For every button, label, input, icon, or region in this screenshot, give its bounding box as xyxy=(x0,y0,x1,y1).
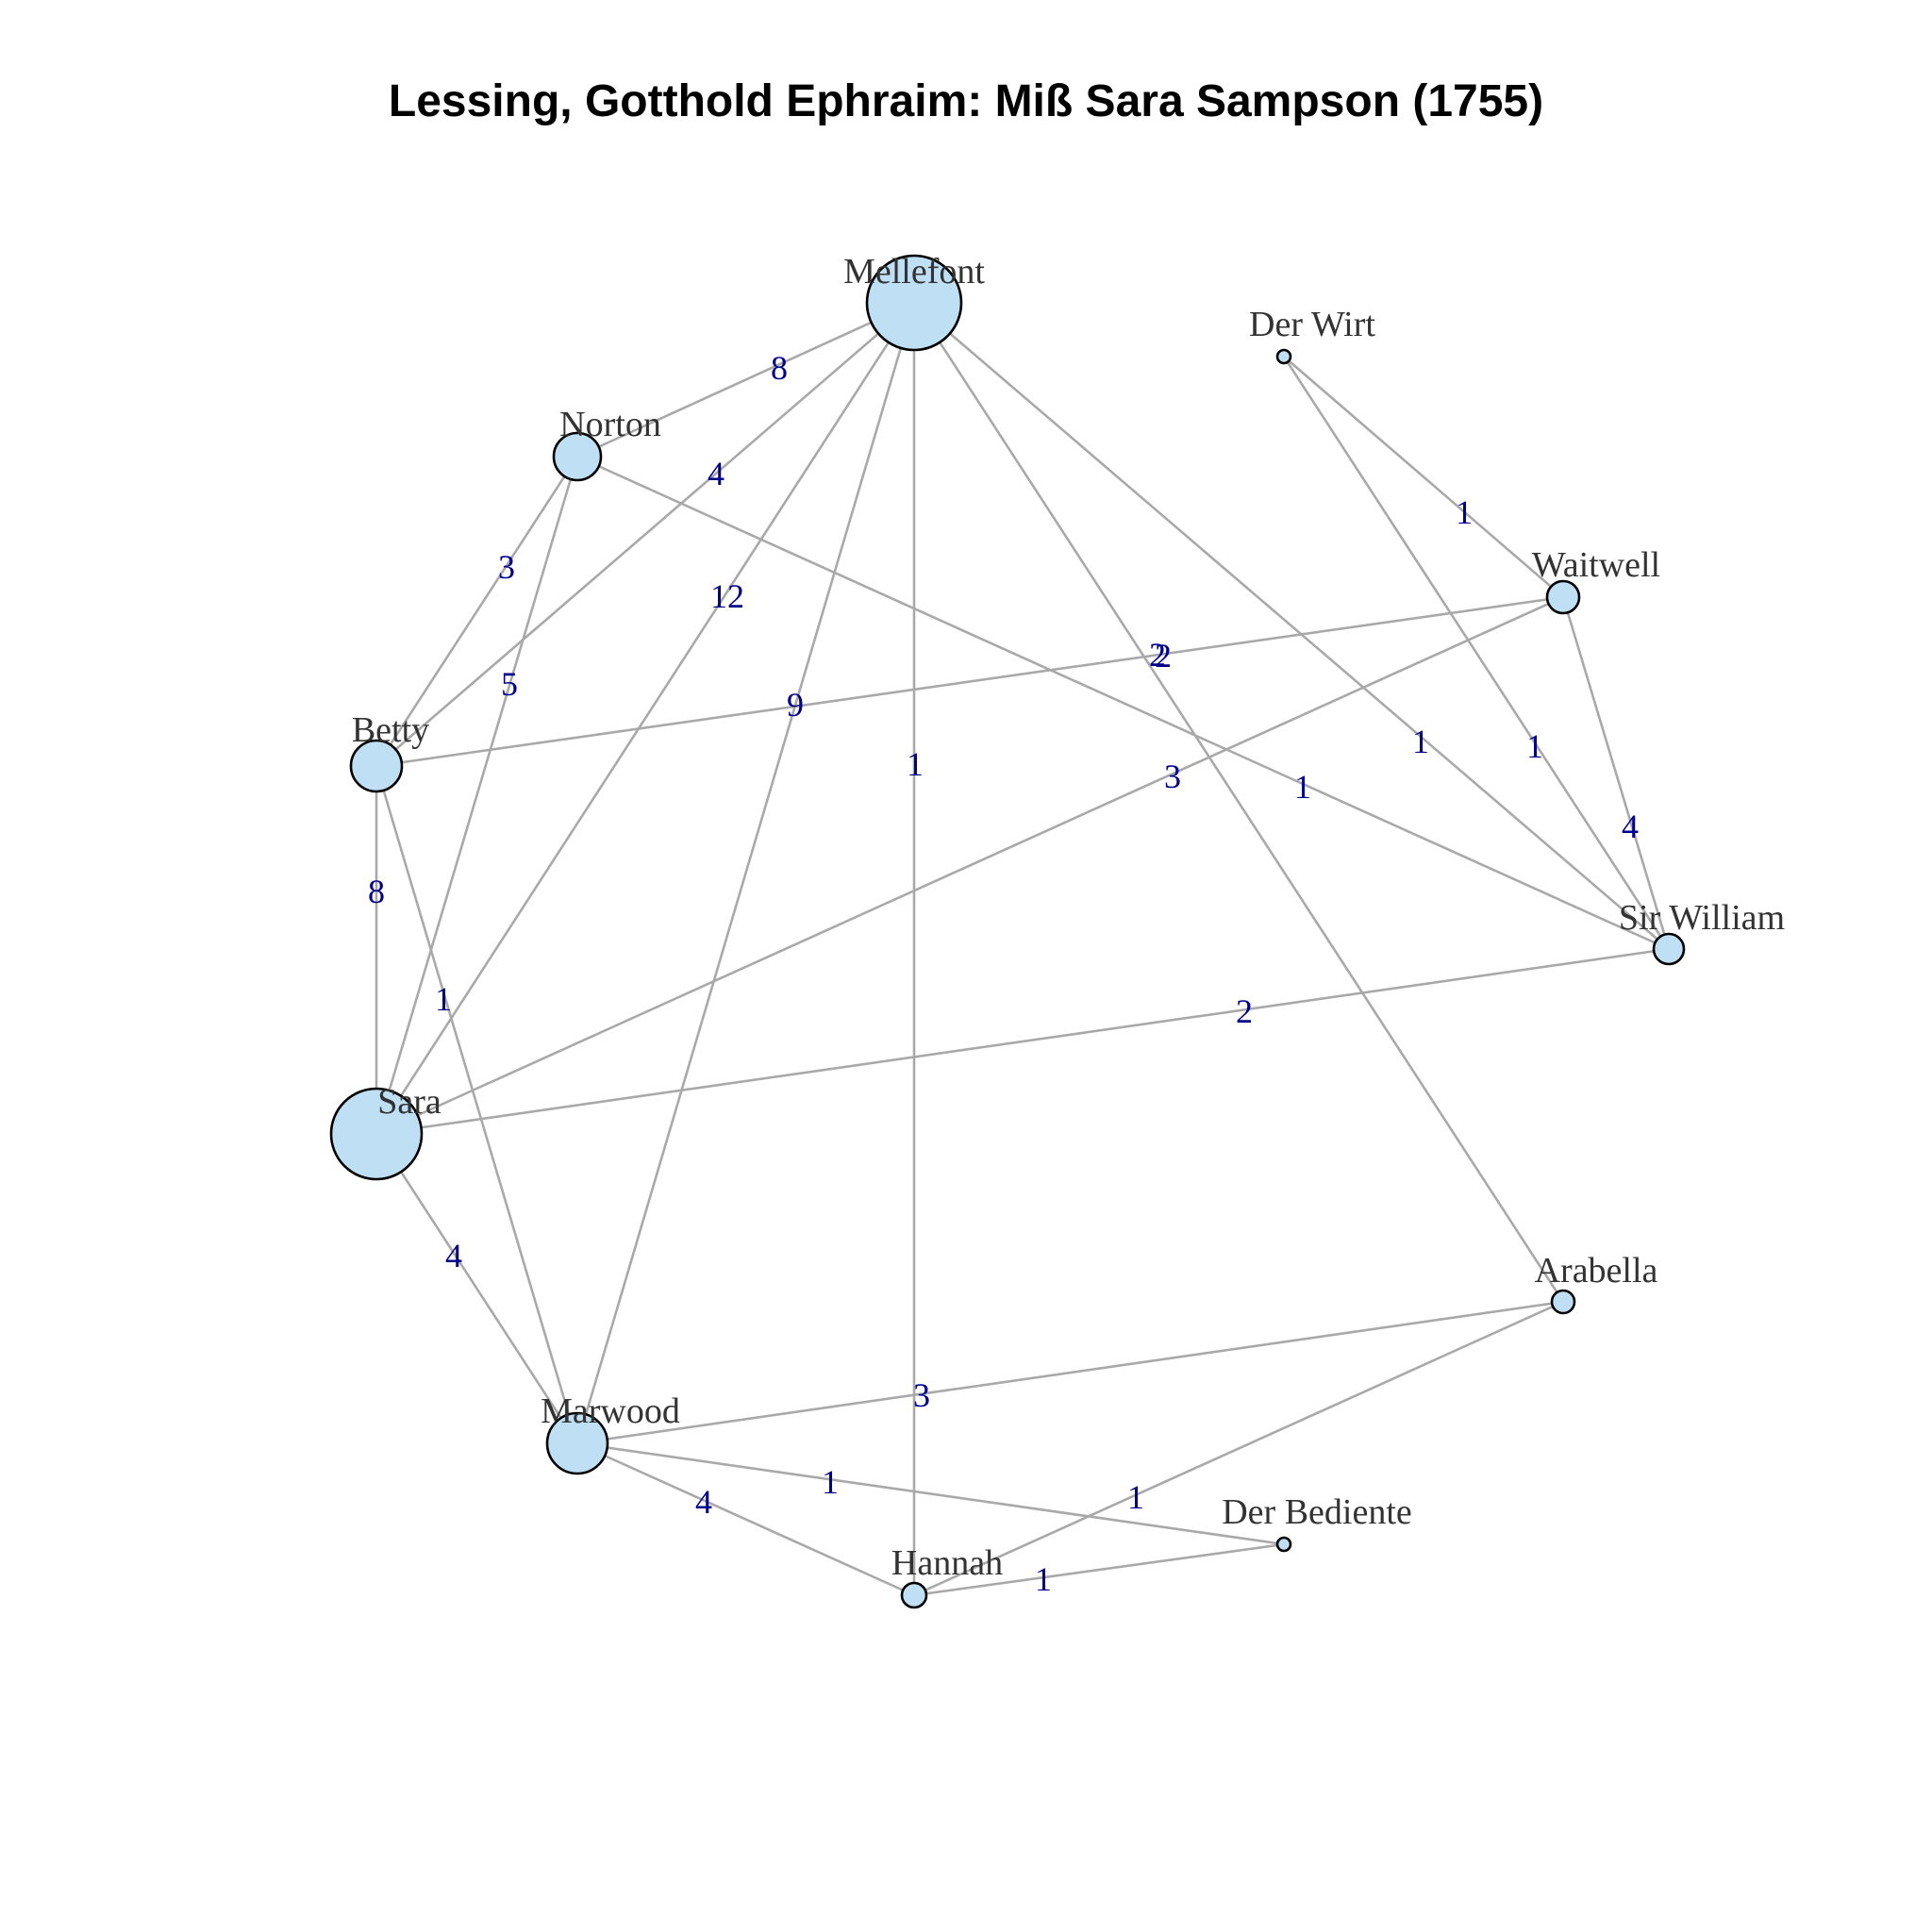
node-marwood[interactable] xyxy=(545,1411,609,1475)
edge-norton-betty xyxy=(375,456,579,767)
node-label-hannah: Hannah xyxy=(891,1543,1003,1583)
edge-mellefont-arabella xyxy=(912,302,1565,1303)
node-label-marwood: Marwood xyxy=(541,1391,680,1431)
edge-hannah-arabella xyxy=(913,1300,1564,1597)
node-label-arabella: Arabella xyxy=(1535,1251,1658,1291)
edge-weight-label: 1 xyxy=(1127,1478,1144,1516)
edge-marwood-hannah xyxy=(576,1441,915,1597)
edge-weight-label: 5 xyxy=(501,665,518,703)
edge-weight-label: 1 xyxy=(907,745,924,783)
node-sir_william[interactable] xyxy=(1652,932,1686,966)
edge-weight-label: 1 xyxy=(1526,727,1543,765)
node-der_wirt[interactable] xyxy=(1275,348,1292,365)
node-hannah[interactable] xyxy=(900,1581,928,1609)
edge-weight-label: 3 xyxy=(913,1376,930,1414)
edge-norton-sara xyxy=(375,456,579,1135)
edge-weight-label: 12 xyxy=(710,577,744,615)
edge-weight-label: 1 xyxy=(435,980,452,1018)
edges-layer xyxy=(375,301,1671,1597)
edge-weight-label: 1 xyxy=(1035,1560,1052,1598)
edge-der_wirt-waitwell xyxy=(1283,356,1564,598)
node-label-sara: Sara xyxy=(377,1082,441,1122)
edge-weight-label: 4 xyxy=(695,1483,712,1521)
edge-der_wirt-sir_william xyxy=(1282,356,1671,950)
node-mellefont[interactable] xyxy=(865,254,963,352)
edge-waitwell-betty xyxy=(375,595,1564,768)
node-der_bediente[interactable] xyxy=(1275,1536,1292,1553)
edge-weight-label: 1 xyxy=(1412,723,1429,760)
edge-weight-label: 8 xyxy=(368,873,385,910)
node-label-der_bediente: Der Bediente xyxy=(1222,1492,1412,1532)
node-label-der_wirt: Der Wirt xyxy=(1249,305,1375,344)
edge-weight-label: 1 xyxy=(1294,768,1311,806)
node-waitwell[interactable] xyxy=(1545,579,1581,615)
edge-norton-sir_william xyxy=(576,455,1670,951)
edge-waitwell-sir_william xyxy=(1561,596,1671,950)
node-label-waitwell: Waitwell xyxy=(1532,545,1660,585)
node-label-norton: Norton xyxy=(559,405,661,444)
edge-hannah-der_bediente xyxy=(913,1542,1285,1597)
node-label-betty: Betty xyxy=(352,710,429,750)
edge-weight-label: 2 xyxy=(1236,992,1253,1030)
node-label-mellefont: Mellefont xyxy=(843,252,985,291)
edge-sara-sir_william xyxy=(375,947,1670,1136)
node-norton[interactable] xyxy=(552,431,603,482)
edge-weight-label: 1 xyxy=(822,1463,839,1501)
node-betty[interactable] xyxy=(349,739,404,793)
edge-weight-label: 8 xyxy=(771,349,788,387)
edge-mellefont-marwood xyxy=(575,302,916,1444)
edge-weight-label: 3 xyxy=(498,548,515,586)
edge-mellefont-betty xyxy=(375,302,915,767)
edge-weight-label: 2 xyxy=(1155,637,1172,675)
edge-waitwell-sara xyxy=(375,595,1564,1136)
edge-betty-marwood xyxy=(375,765,579,1444)
edge-weight-label: 1 xyxy=(1456,493,1473,531)
edge-marwood-arabella xyxy=(576,1300,1564,1445)
edge-mellefont-sir_william xyxy=(913,302,1670,950)
edge-weight-label: 4 xyxy=(1622,808,1639,845)
edge-weight-label: 9 xyxy=(787,686,804,724)
edge-weight-label: 3 xyxy=(1164,758,1181,795)
edge-weight-label: 4 xyxy=(708,455,724,492)
edge-weight-label: 2 xyxy=(1149,636,1166,674)
nodes-layer xyxy=(329,254,1686,1609)
edge-weight-label: 4 xyxy=(445,1237,462,1274)
edge-mellefont-norton xyxy=(576,301,915,458)
node-arabella[interactable] xyxy=(1550,1289,1576,1315)
edge-marwood-der_bediente xyxy=(576,1441,1285,1546)
graph-title: Lessing, Gotthold Ephraim: Miß Sara Samp… xyxy=(388,76,1544,126)
edge-mellefont-sara xyxy=(375,302,916,1135)
node-sara[interactable] xyxy=(329,1087,424,1181)
node-label-sir_william: Sir William xyxy=(1619,898,1785,938)
edge-sara-marwood xyxy=(375,1133,579,1444)
